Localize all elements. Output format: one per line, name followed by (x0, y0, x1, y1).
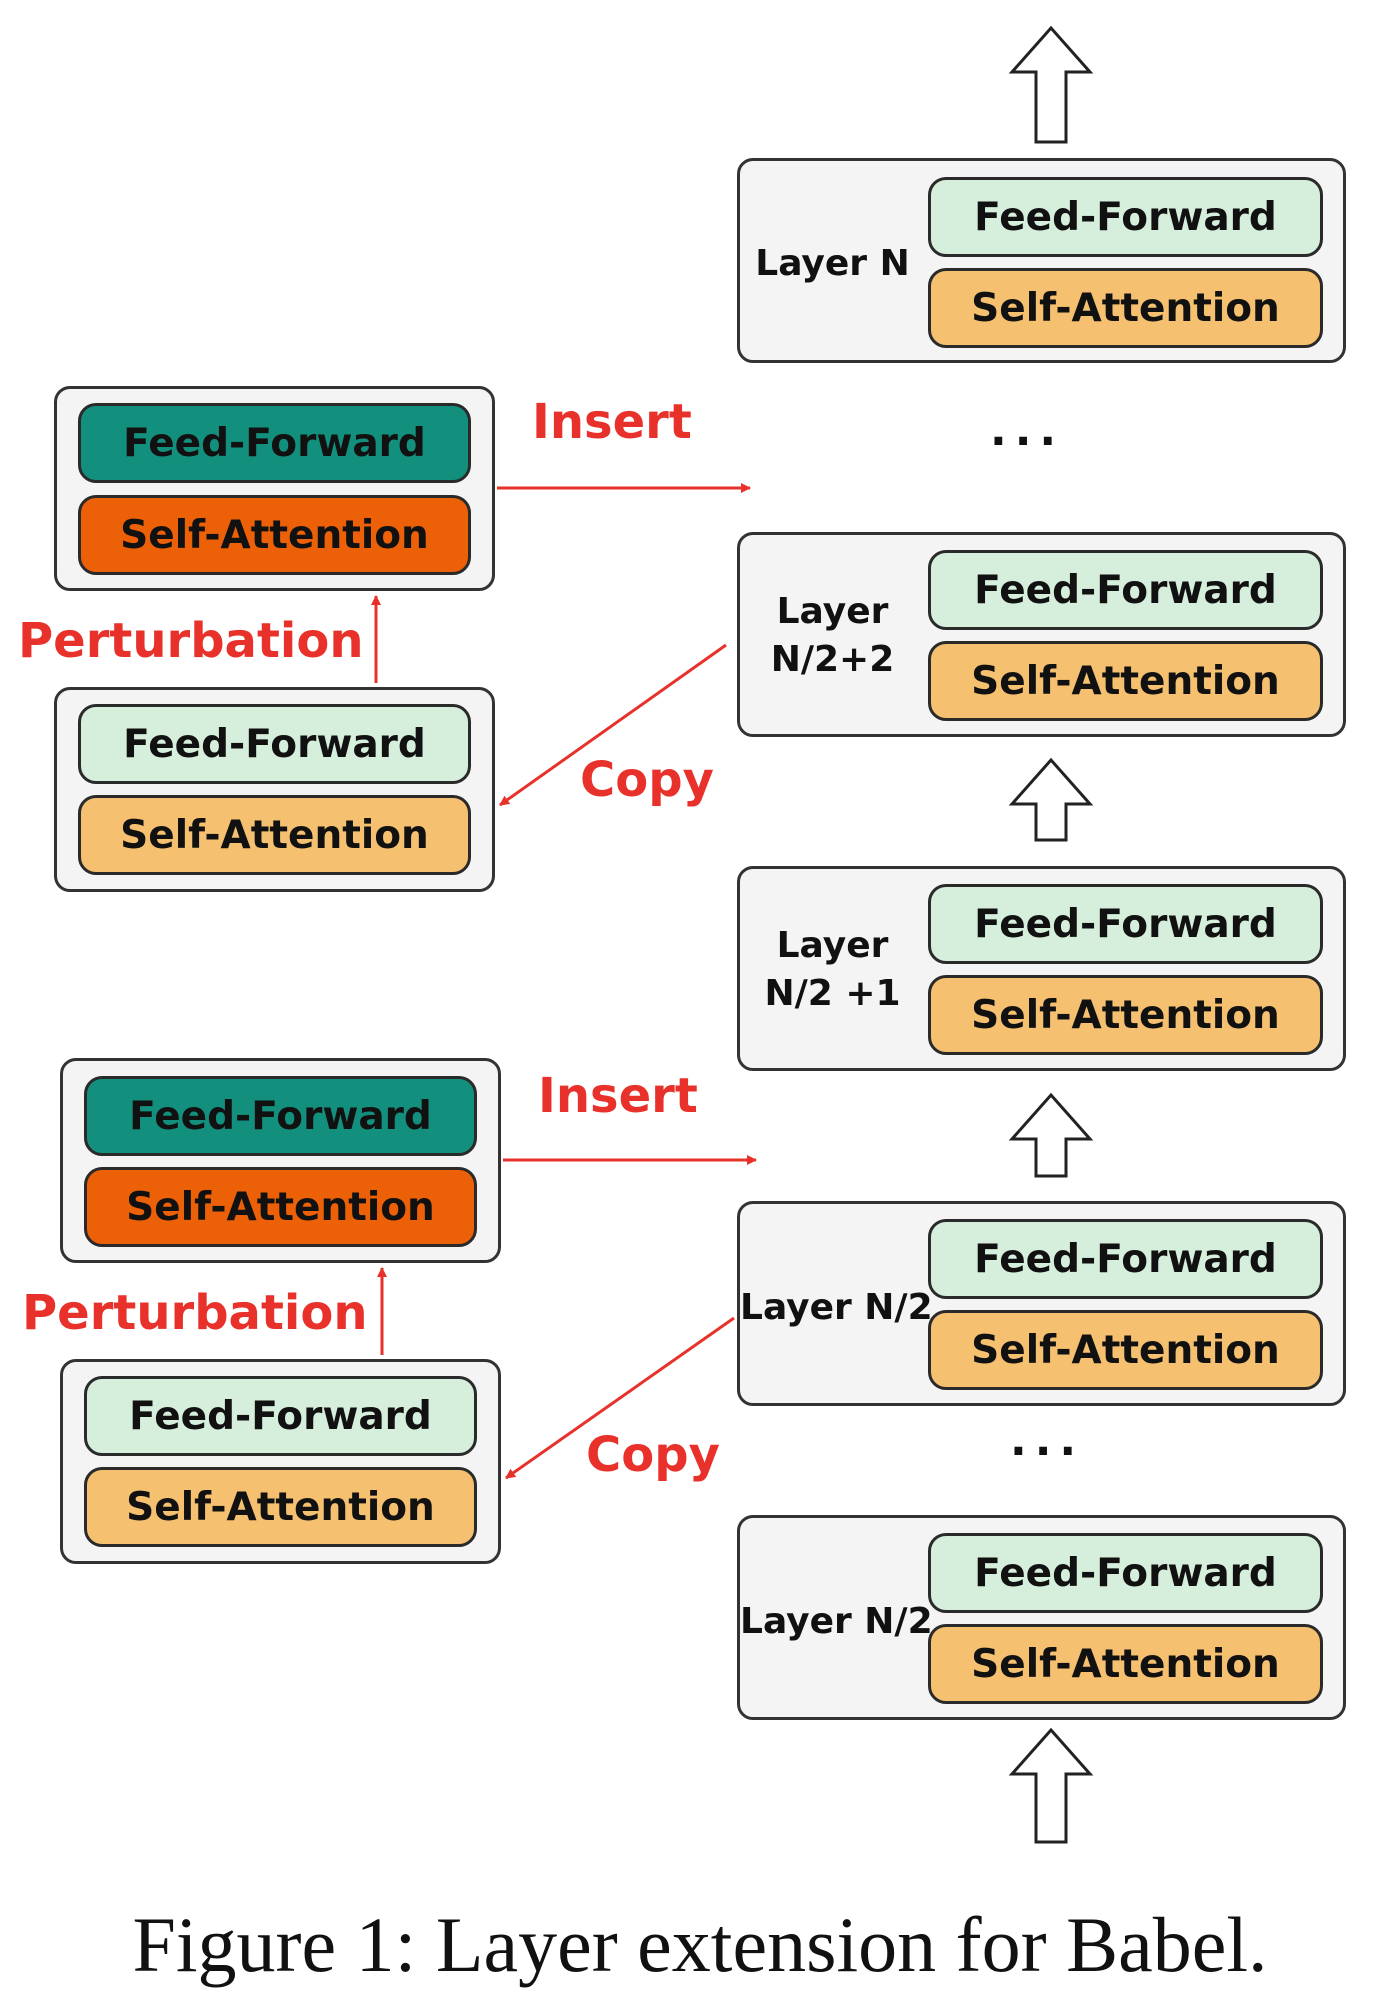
insert-label: Insert (532, 394, 692, 450)
layer-label-line: Layer N/2 (740, 1287, 933, 1328)
copy-arrow (499, 643, 727, 807)
perturbation-label: Perturbation (18, 613, 364, 669)
self-attention-block: Self-Attention (928, 268, 1323, 348)
flow-up-arrow-icon (1008, 1727, 1094, 1844)
layer-label-n-half-plus-1: Layer N/2 +1 (745, 922, 920, 1018)
copy-arrow (505, 1316, 735, 1480)
flow-up-arrow-icon (1008, 757, 1094, 842)
feed-forward-block-perturbed: Feed-Forward (84, 1076, 477, 1156)
feed-forward-block: Feed-Forward (928, 177, 1323, 257)
ellipsis: ... (990, 405, 1065, 456)
self-attention-block: Self-Attention (928, 641, 1323, 721)
layer-extension-diagram: Layer N Feed-Forward Self-Attention ... … (18, 25, 1346, 1844)
layer-label-line: Layer (776, 925, 889, 966)
layer-label-line: Layer N (755, 243, 910, 284)
feed-forward-block-copied: Feed-Forward (84, 1376, 477, 1456)
layer-label-n-half: Layer N/2 (740, 1284, 933, 1332)
self-attention-block: Self-Attention (928, 975, 1323, 1055)
self-attention-block-copied: Self-Attention (84, 1467, 477, 1547)
copy-label: Copy (580, 752, 714, 808)
ellipsis: ... (1010, 1415, 1085, 1466)
layer-label-n: Layer N (745, 240, 920, 288)
feed-forward-block: Feed-Forward (928, 1219, 1323, 1299)
layer-label-line: Layer (776, 591, 889, 632)
feed-forward-block: Feed-Forward (928, 1533, 1323, 1613)
self-attention-block-perturbed: Self-Attention (84, 1167, 477, 1247)
layer-label-n-half-base: Layer N/2 (740, 1598, 933, 1646)
flow-up-arrow-icon (1008, 1092, 1094, 1178)
layer-label-line: N/2 +1 (764, 973, 901, 1014)
layer-label-line: N/2+2 (770, 639, 895, 680)
flow-up-arrow-icon (1008, 25, 1094, 144)
layer-label-line: Layer N/2 (740, 1601, 933, 1642)
feed-forward-block: Feed-Forward (928, 884, 1323, 964)
figure-caption: Figure 1: Layer extension for Babel. (132, 1901, 1268, 1988)
self-attention-block-perturbed: Self-Attention (78, 495, 471, 575)
arrows-layer (371, 25, 1094, 1844)
feed-forward-block: Feed-Forward (928, 550, 1323, 630)
self-attention-block-copied: Self-Attention (78, 795, 471, 875)
perturbation-label: Perturbation (22, 1285, 368, 1341)
layer-label-n-half-plus-2: Layer N/2+2 (745, 588, 920, 684)
insert-label: Insert (538, 1068, 698, 1124)
feed-forward-block-copied: Feed-Forward (78, 704, 471, 784)
copy-label: Copy (586, 1427, 720, 1483)
self-attention-block: Self-Attention (928, 1624, 1323, 1704)
self-attention-block: Self-Attention (928, 1310, 1323, 1390)
feed-forward-block-perturbed: Feed-Forward (78, 403, 471, 483)
